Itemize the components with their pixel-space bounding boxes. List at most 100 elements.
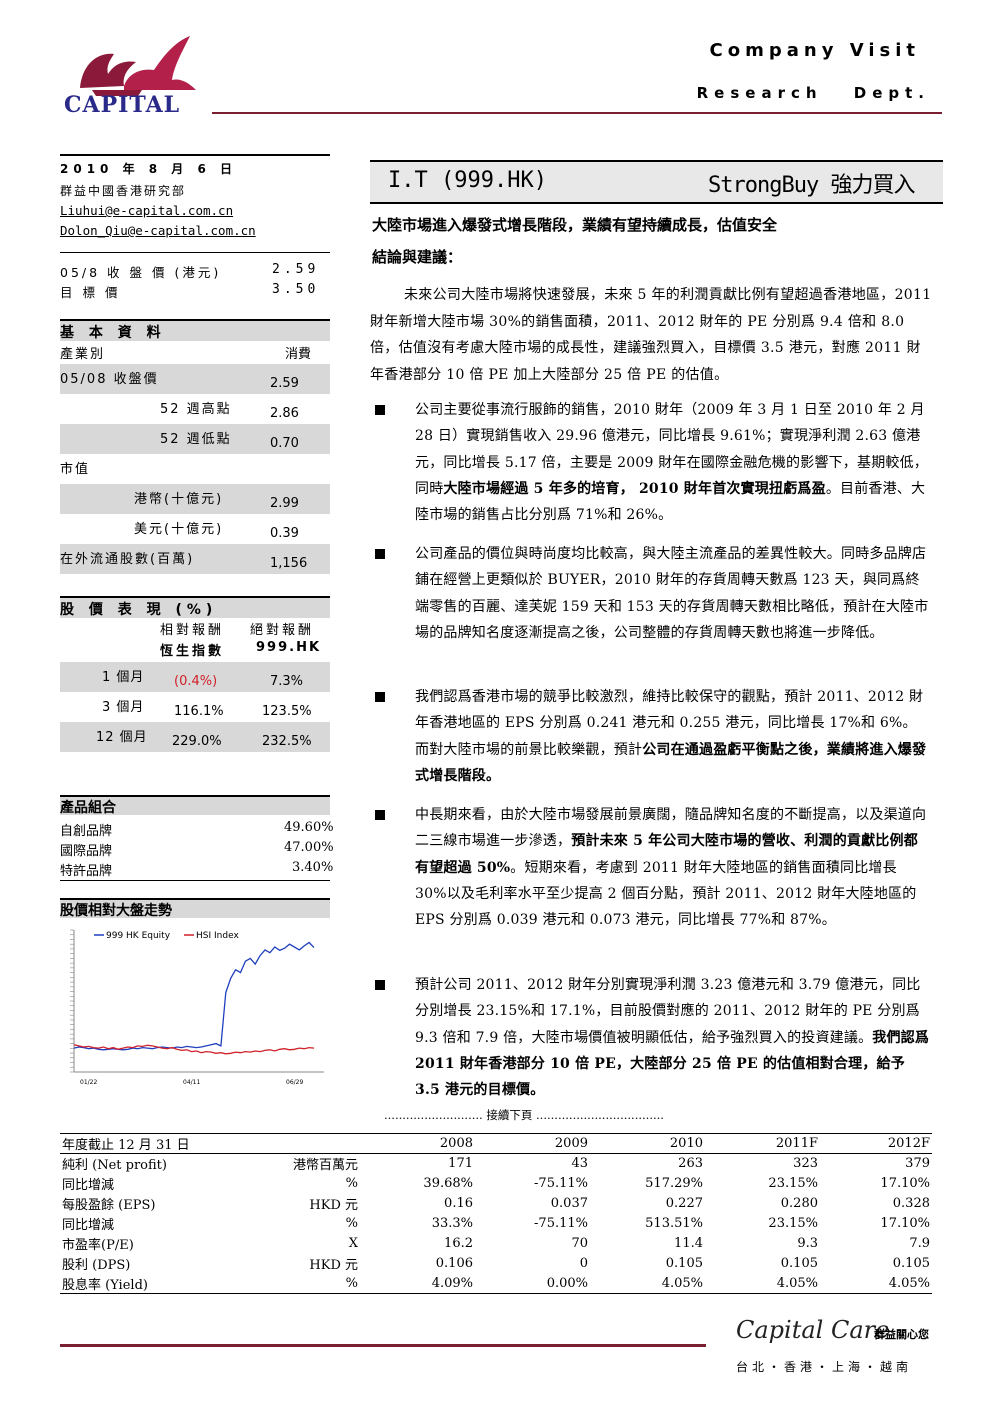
industry-label: 產業別: [60, 347, 106, 362]
table-header-cell: [285, 1134, 360, 1154]
divider: [60, 252, 330, 253]
stat-label: 52 週低點: [160, 432, 232, 447]
divider: [60, 880, 330, 881]
text: 。短期來看，考慮到 2011 財年大陸地區的銷售面積同比增長 30%以及毛利率水…: [415, 859, 917, 929]
table-cell: 323: [793, 1156, 818, 1172]
title-banner: [370, 160, 943, 204]
table-cell: 379: [905, 1156, 930, 1172]
table-header-cell: 2012F: [887, 1136, 930, 1151]
table-row: 同比增減%39.68%-75.11%517.29%23.15%17.10%: [60, 1174, 932, 1194]
stat-value: 2.86: [270, 406, 299, 421]
bullet-icon: [375, 980, 385, 990]
brand-wordmark: CAPITAL: [64, 92, 181, 118]
stat-value: 0.70: [270, 436, 299, 451]
table-cell: 股息率 (Yield): [62, 1277, 148, 1293]
perf-header: 股 價 表 現 (%): [60, 596, 330, 618]
stat-label: 05/08 收盤價: [60, 372, 159, 387]
bullet-icon: [375, 405, 385, 415]
table-cell: 43: [571, 1156, 588, 1172]
table-cell: -75.11%: [534, 1216, 588, 1231]
table-cell: -75.11%: [534, 1176, 588, 1191]
stat-label: 在外流通股數(百萬): [60, 552, 195, 567]
bullet-paragraph-4: 中長期來看，由於大陸市場發展前景廣闊，隨品牌知名度的不斷提高，以及渠道向二三線市…: [415, 802, 930, 933]
emphasis: 預計未來 5 年公司大陸市場的營收、利潤的貢獻比例都有望超過 50%: [415, 833, 918, 876]
email-link-1[interactable]: Liuhui@e-capital.com.cn: [60, 203, 234, 218]
divider: [60, 154, 330, 156]
emphasis: 我們認爲 2011 財年香港部分 10 倍 PE，大陸部分 25 倍 PE 的估…: [415, 1029, 930, 1099]
stat-value: 2.99: [270, 496, 299, 511]
table-header-cell: 2008: [439, 1136, 473, 1151]
product-name: 國際品牌: [60, 844, 113, 859]
footer-cities: 台北・香港・上海・越南: [736, 1360, 913, 1374]
table-cell: 171: [448, 1156, 473, 1172]
conclusion-label: 結論與建議：: [372, 248, 463, 266]
perf-abs: 232.5%: [262, 734, 312, 749]
close-price-label: 05/8 收 盤 價 (港元): [60, 265, 222, 280]
table-cell: 0: [579, 1256, 588, 1271]
legend-label: HSI Index: [196, 931, 239, 941]
table-cell: 33.3%: [431, 1216, 473, 1231]
table-cell: 11.4: [674, 1236, 703, 1251]
report-date: 2010 年 8 月 6 日: [60, 162, 237, 176]
perf-period: 3 個月: [102, 700, 145, 715]
table-cell: 0.328: [892, 1196, 930, 1211]
table-cell: %: [345, 1176, 358, 1191]
section-title: 產品組合: [60, 800, 116, 816]
x-tick-label: 01/22: [80, 1079, 97, 1086]
series-line-equity: [73, 941, 315, 1051]
bullet-paragraph-2: 公司產品的價位與時尚度均比較高，與大陸主流產品的差異性較大。同時多品牌店鋪在經營…: [415, 546, 929, 641]
table-cell: 每股盈餘 (EPS): [62, 1198, 156, 1213]
table-cell: 0.037: [550, 1196, 588, 1211]
email-link-2[interactable]: Dolon_Qiu@e-capital.com.cn: [60, 223, 256, 238]
col-header: 相對報酬: [160, 623, 225, 638]
table-cell: 股利 (DPS): [62, 1258, 131, 1273]
series-line-index: [73, 1044, 315, 1055]
doc-type: Company Visit: [709, 40, 920, 61]
table-cell: X: [348, 1236, 358, 1251]
legend-label: 999 HK Equity: [106, 931, 171, 941]
basic-info-header: 基 本 資 料: [60, 319, 330, 341]
table-cell: HKD 元: [309, 1258, 358, 1273]
table-cell: 9.3: [797, 1236, 818, 1251]
perf-abs: 7.3%: [270, 674, 304, 689]
perf-row: 3 個月 116.1% 123.5%: [60, 692, 330, 722]
section-title: 基 本 資 料: [60, 325, 166, 341]
table-cell: 70: [571, 1236, 588, 1251]
table-cell: 263: [678, 1156, 703, 1172]
table-cell: 同比增減: [62, 1178, 115, 1193]
target-price-label: 目 標 價: [60, 285, 121, 300]
perf-rel: 116.1%: [174, 704, 224, 719]
ticker: I.T (999.HK): [388, 168, 547, 193]
bullet-icon: [375, 810, 385, 820]
stat-row: 52 週高點 2.86: [60, 394, 330, 424]
text: 預計公司 2011、2012 財年分別實現淨利潤 3.23 億港元和 3.79 …: [415, 977, 921, 1046]
perf-row: 1 個月 (0.4%) 7.3%: [60, 662, 330, 692]
text: 我們認爲香港市場的競爭比較激烈，維持比較保守的觀點，預計 2011、2012 財…: [415, 689, 924, 758]
table-cell: 23.15%: [768, 1176, 818, 1191]
table-cell: 港幣百萬元: [292, 1158, 358, 1174]
table-cell: 17.10%: [880, 1176, 930, 1191]
table-cell: 4.09%: [431, 1275, 473, 1291]
headline: 大陸市場進入爆發式增長階段，業績有望持續成長，估值安全: [372, 216, 778, 234]
stat-row: 港幣(十億元) 2.99: [60, 484, 330, 514]
product-name: 特許品牌: [60, 864, 113, 879]
table-cell: 0.106: [435, 1256, 473, 1271]
stat-row: 美元(十億元) 0.39: [60, 514, 330, 544]
table-cell: 17.10%: [880, 1216, 930, 1231]
col-header: 999.HK: [256, 640, 322, 655]
perf-row: 12 個月 229.0% 232.5%: [60, 722, 330, 752]
capital-logo: CAPITAL: [62, 30, 212, 120]
perf-period: 12 個月: [96, 730, 148, 745]
bullet-paragraph-3: 我們認爲香港市場的競爭比較激烈，維持比較保守的觀點，預計 2011、2012 財…: [415, 684, 930, 789]
product-pct: 49.60%: [284, 820, 334, 835]
table-cell: %: [345, 1216, 358, 1231]
industry-value: 消費: [285, 347, 312, 362]
table-row: 同比增減%33.3%-75.11%513.51%23.15%17.10%: [60, 1214, 932, 1234]
bullet-icon: [375, 692, 385, 702]
stat-row: 市值: [60, 454, 330, 484]
table-header-cell: 2011F: [775, 1136, 818, 1151]
table-row: 股息率 (Yield)%4.09%0.00%4.05%4.05%4.05%: [60, 1274, 932, 1294]
table-header-cell: 2009: [554, 1136, 588, 1151]
